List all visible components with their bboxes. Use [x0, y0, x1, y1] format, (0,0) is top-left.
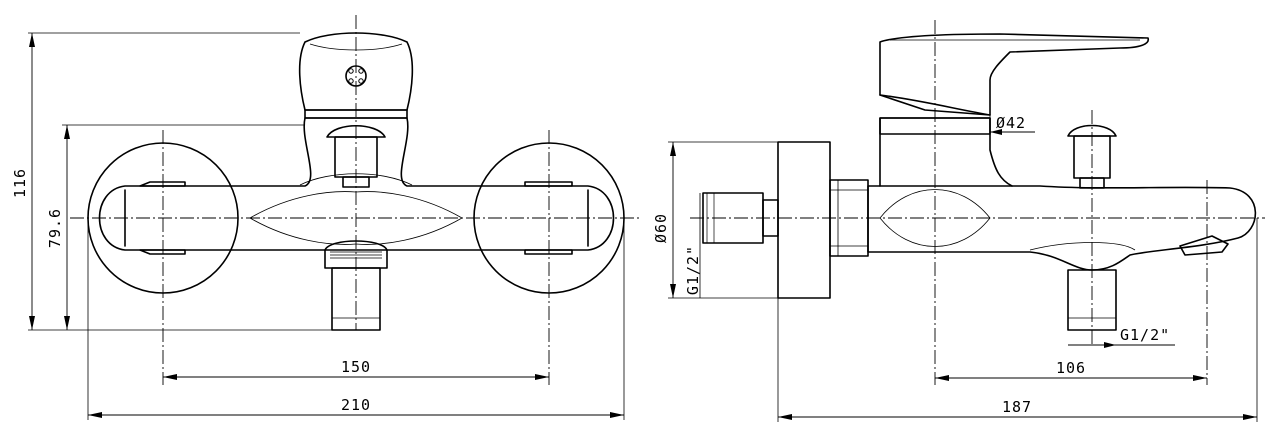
front-view: 116 79.6 150 210: [11, 15, 640, 420]
left-nut-bottom: [139, 249, 186, 255]
dim-42-symbol: Ø: [996, 114, 1006, 132]
indicator-dot-1: [348, 68, 354, 74]
dim-187-arrow-left: [778, 414, 792, 420]
side-body-lower-curve: [1029, 242, 1136, 251]
body-lens-detail: [249, 191, 463, 245]
indicator-dot-4: [358, 78, 364, 84]
dim-106-arrow-left: [935, 375, 949, 381]
right-nut-bottom: [524, 249, 573, 255]
dim-210-label: 210: [341, 396, 371, 414]
dim-42-label: Ø42: [996, 114, 1026, 132]
side-view: Ø60 G1/2" Ø42 G1/2" 106 187: [652, 20, 1265, 422]
dim-150-label: 150: [341, 358, 371, 376]
side-body-lens: [879, 189, 991, 247]
dim-42-arrow: [990, 129, 1002, 135]
dim-210-arrow-right: [610, 412, 624, 418]
mixer-body: [98, 117, 615, 251]
dim-60-arrow-bottom: [670, 284, 676, 298]
dim-60-arrow-top: [670, 142, 676, 156]
indicator-dot-3: [348, 78, 354, 84]
dim-116-arrow-top: [29, 33, 35, 47]
cartridge-housing: [879, 117, 1013, 187]
dim-106-label: 106: [1056, 359, 1086, 377]
handle-top-curve: [309, 43, 403, 51]
diverter-knob-base: [342, 176, 370, 188]
handle-indicator-outer: [345, 65, 367, 87]
side-body-spout: [867, 185, 1257, 271]
dim-210-arrow-left: [88, 412, 102, 418]
dim-inlet-thread-label: G1/2": [684, 245, 702, 295]
diverter-knob-cap: [326, 125, 386, 138]
lever-handle: [298, 32, 414, 111]
aerator: [1179, 235, 1229, 256]
inlet-connector-neck: [762, 199, 779, 237]
handle-collar: [304, 109, 408, 119]
right-nut-top: [524, 181, 573, 187]
dim-796-arrow-bottom: [64, 316, 70, 330]
dim-60-label: Ø60: [652, 213, 670, 243]
dim-outlet-thread-label: G1/2": [1120, 326, 1170, 344]
dim-116-label: 116: [11, 168, 29, 198]
dim-150-arrow-right: [535, 374, 549, 380]
side-diverter-cap: [1067, 124, 1117, 137]
left-nut-top: [139, 181, 186, 187]
dim-796-label: 79.6: [46, 208, 64, 248]
dim-60-symbol: Ø: [652, 233, 670, 243]
indicator-dot-2: [358, 68, 364, 74]
dim-60-value: 60: [652, 213, 670, 233]
dim-106-arrow-right: [1193, 375, 1207, 381]
dim-187-arrow-right: [1243, 414, 1257, 420]
dim-796-arrow-top: [64, 125, 70, 139]
dim-42-value: 42: [1006, 114, 1026, 132]
dim-outlet-thread-arrow: [1104, 342, 1116, 348]
side-rosette: [777, 141, 831, 299]
side-outlet-pipe: [1067, 269, 1117, 331]
lever-underside: [879, 94, 991, 116]
side-diverter-base: [1079, 177, 1105, 189]
dim-116-arrow-bottom: [29, 316, 35, 330]
shower-outlet-pipe: [331, 267, 381, 331]
dim-150-arrow-left: [163, 374, 177, 380]
body-shoulder-curve: [299, 173, 413, 186]
dim-187-label: 187: [1002, 398, 1032, 416]
outlet-housing: [324, 240, 388, 269]
side-lever-handle: [879, 33, 1149, 116]
